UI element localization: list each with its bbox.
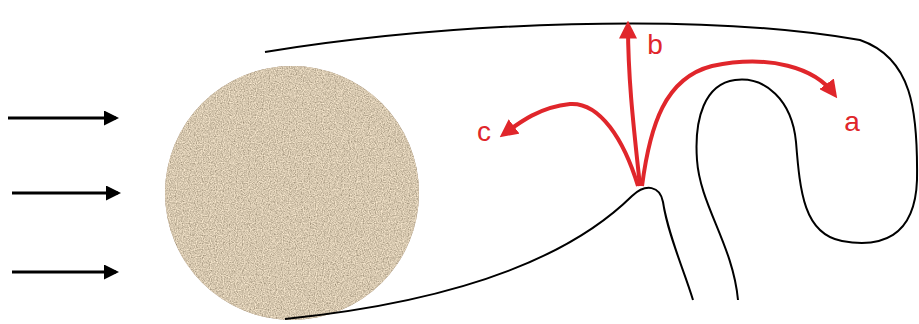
callout-letter: b bbox=[647, 31, 663, 59]
particle bbox=[165, 66, 419, 320]
wake-outline bbox=[265, 23, 917, 319]
particle-texture bbox=[165, 66, 419, 320]
vortex-arrows bbox=[504, 26, 834, 186]
callout-letter: a bbox=[844, 108, 860, 136]
callout-letter: c bbox=[477, 118, 491, 146]
flow-arrows bbox=[8, 118, 118, 272]
